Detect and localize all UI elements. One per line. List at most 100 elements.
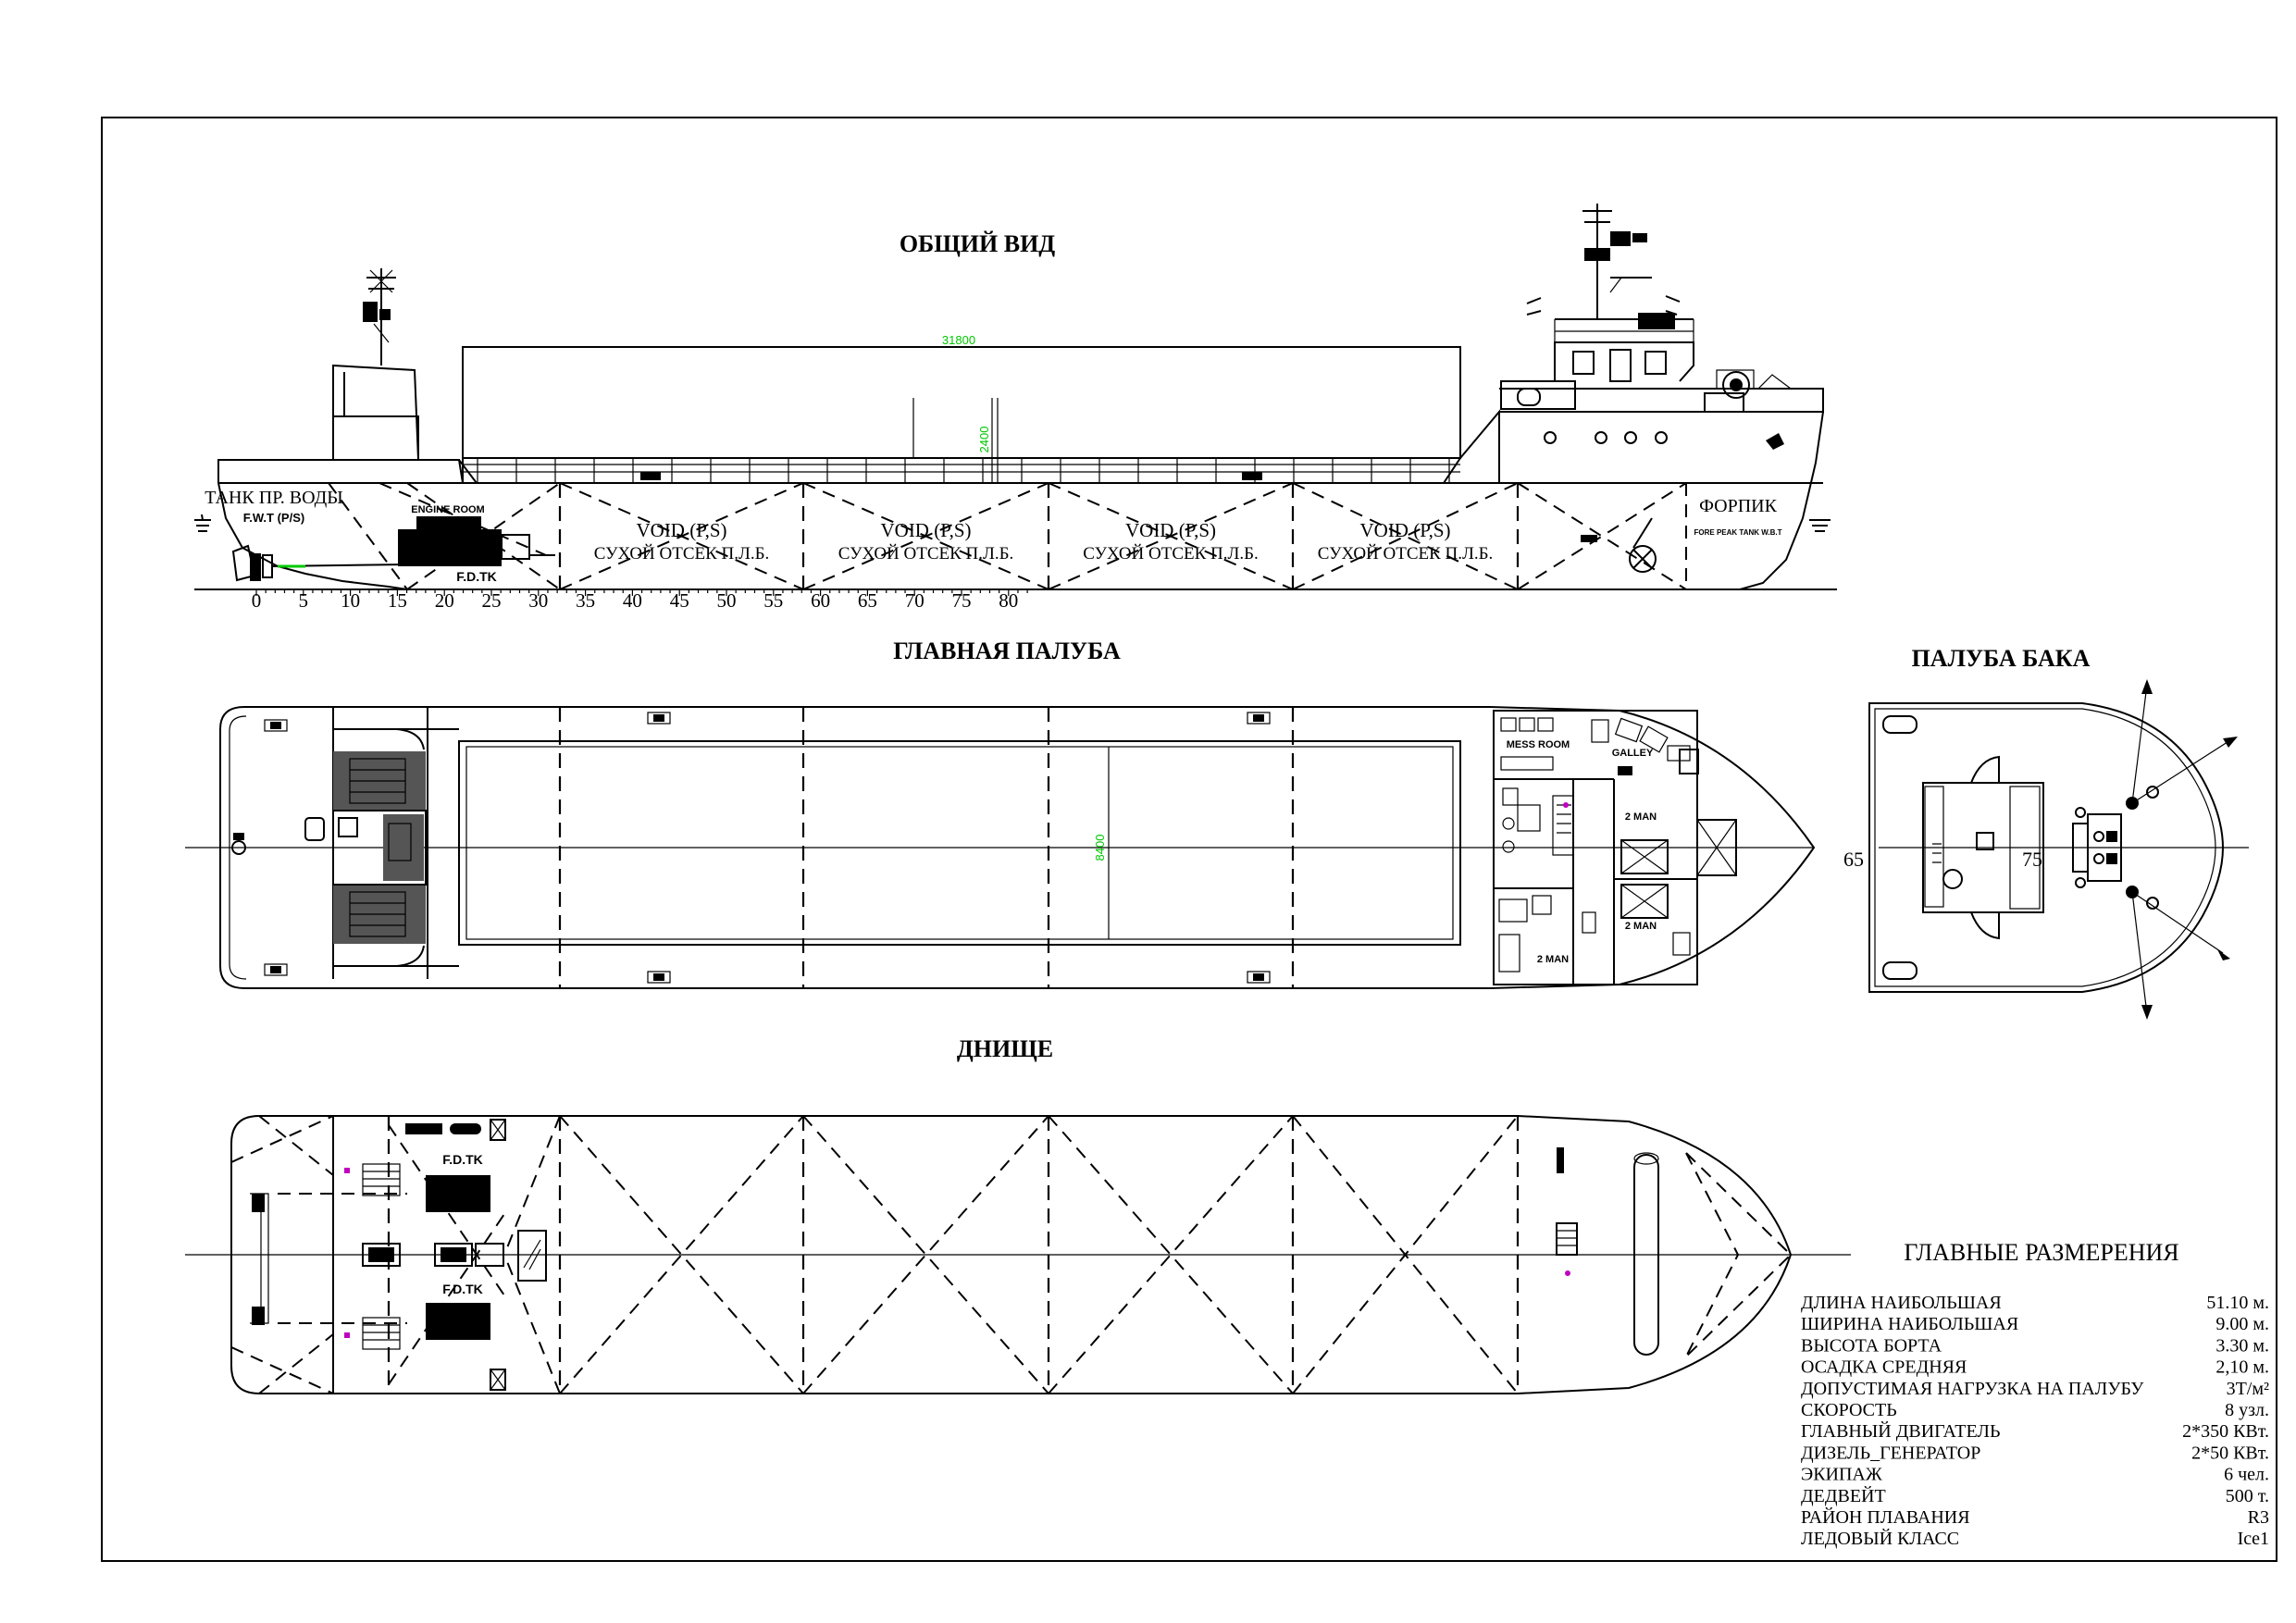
spec-value: 8 узл. [2225, 1400, 2269, 1420]
spec-label: ДЛИНА НАИБОЛЬШАЯ [1801, 1293, 2002, 1313]
accommodation-block [1493, 710, 1737, 985]
frame-number-0: 0 [252, 589, 262, 612]
cabin-label-2: 2 MAN [1625, 921, 1657, 932]
mooring-arrows [2131, 679, 2238, 1020]
aft-tank-code: F.W.T (P/S) [243, 511, 304, 525]
forecastle-outline [1459, 388, 1824, 590]
stern-outline [217, 415, 464, 590]
aft-mast [363, 268, 396, 365]
coaming-panels [463, 458, 1460, 483]
frame-number-25: 25 [482, 589, 502, 612]
spec-label: ГЛАВНЫЙ ДВИГАТЕЛЬ [1801, 1420, 2000, 1442]
bottom-fore-part [1556, 1147, 1793, 1357]
specs-title: ГЛАВНЫЕ РАЗМЕРЕНИЯ [1904, 1239, 2178, 1266]
frame-number-20: 20 [435, 589, 454, 612]
galley-label: GALLEY [1612, 748, 1654, 759]
void-ru-label-4: СУХОЙ ОТСЕК П.Л.Б. [1318, 544, 1494, 564]
mess-room-label: MESS ROOM [1507, 739, 1570, 750]
cargo-container-outline [462, 346, 1461, 459]
engine-room-label: ENGINE ROOM [411, 504, 484, 515]
bottom-fuel-tank-label-2: F.D.TK [442, 1282, 483, 1296]
deck-bollards [647, 712, 1271, 984]
spec-value: 2,10 м. [2215, 1357, 2269, 1378]
forepeak-code: FORE PEAK TANK W.B.T [1694, 528, 1782, 537]
frame-number-5: 5 [299, 589, 309, 612]
fwd-waterline-mark [1809, 519, 1831, 532]
drawing-frame [101, 117, 2277, 1562]
aft-stairs [349, 758, 406, 937]
spec-value: 6 чел. [2224, 1465, 2269, 1485]
spec-label: ЭКИПАЖ [1801, 1465, 1882, 1485]
bottom-machinery [250, 1119, 547, 1391]
frame-number-50: 50 [717, 589, 737, 612]
main-deck-hull-outline [219, 706, 1816, 989]
cabin-label-3: 2 MAN [1537, 954, 1569, 965]
aft-waterline-mark [194, 514, 211, 532]
profile-void-compartments: VOID (P,S) СУХОЙ ОТСЕК П.Л.Б. VOID (P,S) СУ… [406, 482, 1687, 590]
spec-value: 500 т. [2226, 1486, 2269, 1506]
spec-value: Ice1 [2238, 1529, 2269, 1549]
spec-label: ВЫСОТА БОРТА [1801, 1335, 1942, 1356]
forecastle-windlass [2072, 786, 2159, 910]
cargo-hatch [458, 740, 1461, 946]
main-engine [398, 516, 555, 566]
hold-length-dimension: 31800 [942, 333, 975, 347]
spec-label: СКОРОСТЬ [1801, 1400, 1897, 1420]
frame-number-45: 45 [670, 589, 689, 612]
spec-value: 2*350 КВт. [2182, 1421, 2269, 1442]
profile-fuel-tank-label: F.D.TK [456, 569, 497, 584]
main-deck-view: ГЛАВНАЯ ПАЛУБА 8400 [185, 638, 1816, 989]
frame-number-55: 55 [763, 589, 783, 612]
spec-value: 9.00 м. [2215, 1314, 2269, 1334]
forecastle-title: ПАЛУБА БАКА [1912, 645, 2091, 672]
frame-number-60: 60 [811, 589, 830, 612]
wheelhouse [1500, 313, 1694, 410]
bottom-hull-outline [230, 1115, 1793, 1394]
frame-number-40: 40 [623, 589, 642, 612]
windlass [1704, 369, 1792, 450]
frame-number-75: 75 [952, 589, 972, 612]
spec-value: 51.10 м. [2206, 1293, 2269, 1313]
frame-number-30: 30 [528, 589, 548, 612]
spec-value: 2*50 КВт. [2191, 1443, 2269, 1463]
main-deck-title: ГЛАВНАЯ ПАЛУБА [893, 638, 1121, 664]
void-label-1: VOID (P,S) [636, 519, 726, 541]
spec-label: ДОПУСТИМАЯ НАГРУЗКА НА ПАЛУБУ [1801, 1379, 2144, 1399]
deck-bulkhead-lines [558, 707, 1295, 988]
forecastle-outline-plan [1868, 702, 2225, 993]
bow-thruster [1581, 517, 1657, 573]
bottom-title: ДНИЩЕ [957, 1035, 1053, 1062]
void-label-3: VOID (P,S) [1125, 519, 1216, 541]
frame-number-35: 35 [576, 589, 595, 612]
main-dimensions-table: ГЛАВНЫЕ РАЗМЕРЕНИЯ ДЛИНА НАИБОЛЬШАЯ 51.10… [1801, 1239, 2269, 1549]
bottom-view: ДНИЩЕ [185, 1035, 1851, 1394]
void-label-2: VOID (P,S) [880, 519, 971, 541]
bottom-void-compartments [503, 1115, 1520, 1394]
frame-number-80: 80 [999, 589, 1018, 612]
hold-height-dimension: 2400 [977, 427, 991, 453]
frame-number-70: 70 [905, 589, 925, 612]
spec-value: 3.30 м. [2215, 1335, 2269, 1356]
void-ru-label-2: СУХОЙ ОТСЕК П.Л.Б. [838, 544, 1014, 564]
forecastle-frame-75: 75 [2022, 848, 2042, 871]
void-ru-label-1: СУХОЙ ОТСЕК П.Л.Б. [594, 544, 770, 564]
funnel [332, 364, 420, 461]
bottom-fuel-tank-label-1: F.D.TK [442, 1152, 483, 1167]
spec-value: 3Т/м² [2227, 1379, 2269, 1399]
frame-number-65: 65 [858, 589, 877, 612]
forecastle-deck-view: ПАЛУБА БАКА [1843, 645, 2249, 1020]
void-ru-label-3: СУХОЙ ОТСЕК П.Л.Б. [1083, 544, 1259, 564]
propeller-shaft [231, 544, 408, 582]
profile-view: ОБЩИЙ ВИД 31800 2400 [194, 204, 1837, 612]
spec-label: ШИРИНА НАИБОЛЬШАЯ [1801, 1314, 2018, 1334]
frame-number-15: 15 [388, 589, 407, 612]
spec-label: ЛЕДОВЫЙ КЛАСС [1801, 1528, 1959, 1549]
cabin-label-1: 2 MAN [1625, 812, 1657, 823]
void-label-4: VOID (P,S) [1359, 519, 1450, 541]
forepeak-label: ФОРПИК [1699, 496, 1777, 516]
spec-label: ОСАДКА СРЕДНЯЯ [1801, 1357, 1967, 1378]
spec-value: R3 [2248, 1507, 2269, 1528]
spec-label: РАЙОН ПЛАВАНИЯ [1801, 1506, 1970, 1528]
